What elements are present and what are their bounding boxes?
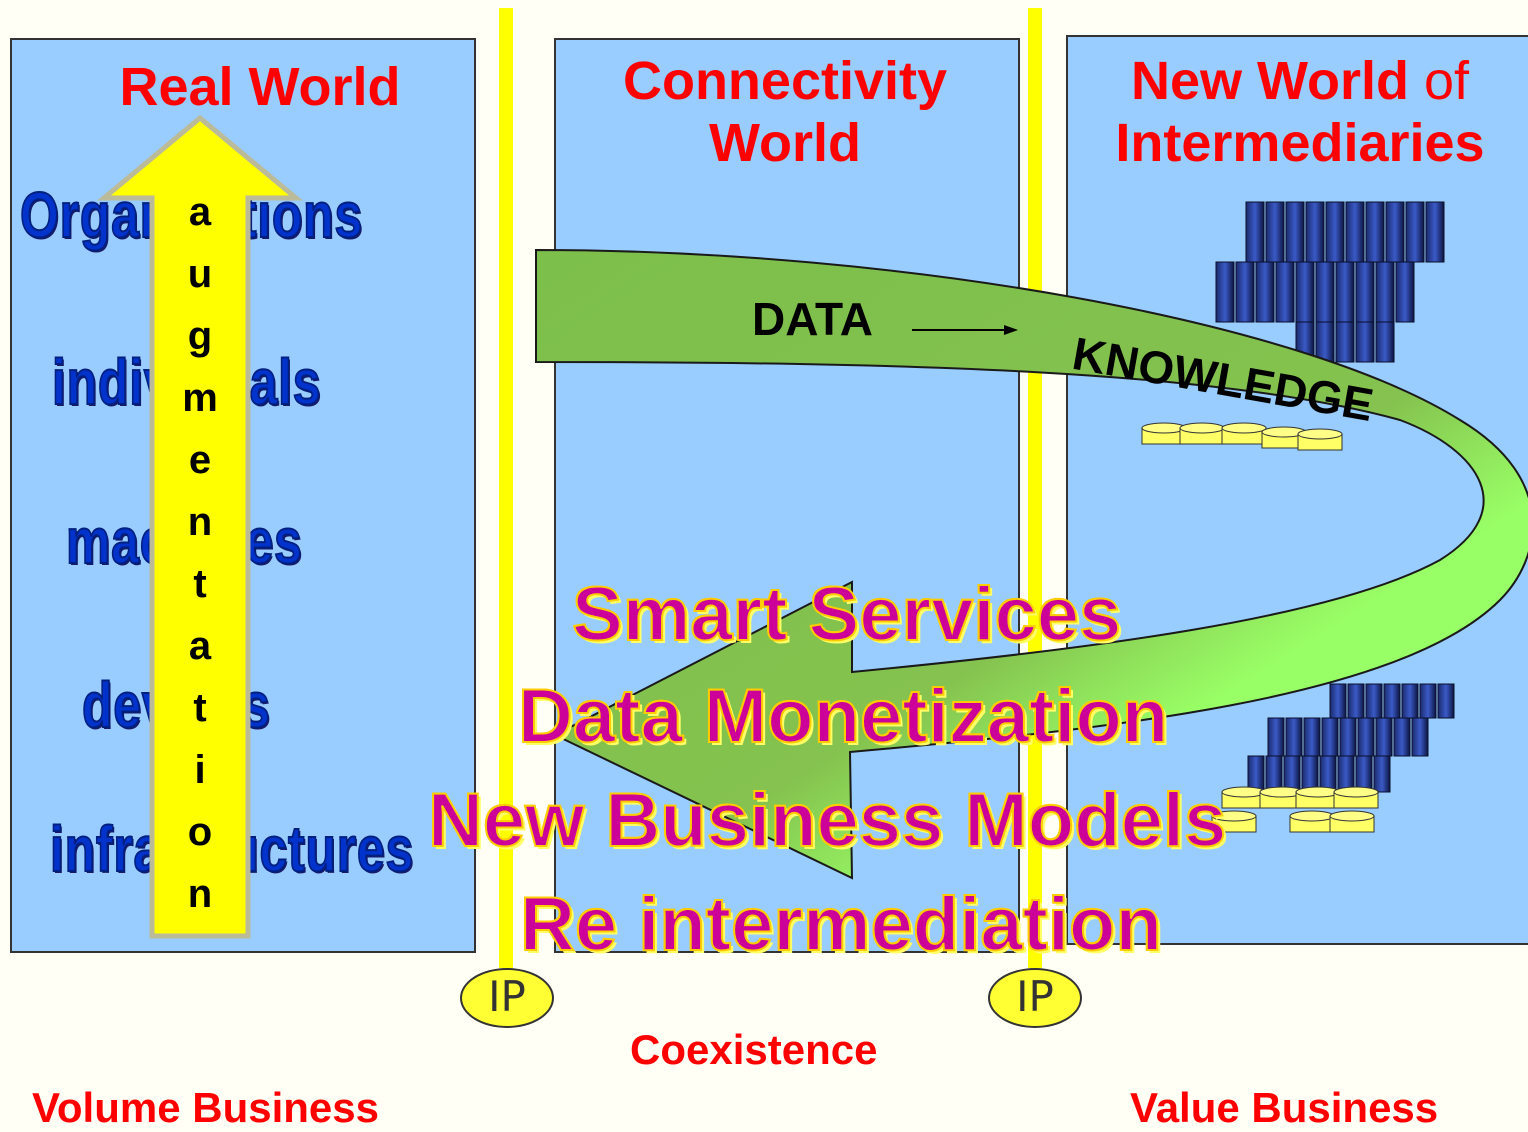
augmentation-letter: t xyxy=(193,686,207,730)
database-disk-icons xyxy=(1141,422,1379,833)
ip-badge-right: IP xyxy=(988,968,1082,1028)
server-rack-icon xyxy=(1405,201,1425,263)
database-icon xyxy=(1141,422,1187,445)
augmentation-letter: m xyxy=(182,376,218,420)
server-rack-icon xyxy=(1305,201,1325,263)
volume-business-label: Volume Business xyxy=(32,1084,379,1131)
server-rack-icon xyxy=(1265,201,1285,263)
server-rack-icon xyxy=(1355,321,1375,363)
augmentation-letter: n xyxy=(187,500,213,544)
augmentation-letter: a xyxy=(188,190,212,234)
augmentation-letter: e xyxy=(188,438,212,482)
database-icon xyxy=(1211,810,1257,833)
server-rack-icon xyxy=(1365,201,1385,263)
augmentation-letter: t xyxy=(193,562,207,606)
server-rack-icon xyxy=(1325,201,1345,263)
server-rack-icon xyxy=(1373,755,1391,793)
connectivity-title-line1: Connectivity xyxy=(622,51,948,111)
server-rack-icon xyxy=(1255,261,1275,323)
server-rack-icon xyxy=(1215,261,1235,323)
server-rack-icon xyxy=(1395,261,1415,323)
augmentation-letter: u xyxy=(187,252,213,296)
server-rack-icon xyxy=(1285,201,1305,263)
server-rack-icon xyxy=(1245,201,1265,263)
augmentation-letter: a xyxy=(188,624,212,668)
connectivity-title-line2: World xyxy=(709,113,861,173)
service-smart-services: Smart Services xyxy=(571,571,1122,658)
augmentation-letter: n xyxy=(187,872,213,916)
server-rack-icon xyxy=(1437,683,1455,719)
database-icon xyxy=(1333,786,1379,809)
database-icon xyxy=(1261,426,1307,449)
service-new-business-models: New Business Models xyxy=(427,777,1227,864)
service-data-monetization: Data Monetization xyxy=(517,673,1169,760)
augmentation-letter: o xyxy=(187,810,213,854)
new-world-title-of: of xyxy=(1423,51,1470,111)
server-rack-icon xyxy=(1235,261,1255,323)
data-label: DATA xyxy=(752,293,873,345)
server-rack-icon xyxy=(1335,321,1355,363)
new-world-title-line2: Intermediaries xyxy=(1115,113,1485,173)
coexistence-label: Coexistence xyxy=(630,1026,878,1073)
database-icon xyxy=(1295,786,1341,809)
real-world-title: Real World xyxy=(119,57,401,117)
new-world-title: New World of Intermediaries xyxy=(1070,50,1528,174)
server-rack-icon xyxy=(1393,717,1411,757)
database-icon xyxy=(1179,422,1225,445)
server-rack-icon xyxy=(1411,717,1429,757)
database-icon xyxy=(1259,786,1305,809)
server-rack-icon xyxy=(1425,201,1445,263)
service-re-intermediation: Re intermediation xyxy=(519,881,1163,968)
augmentation-letter: g xyxy=(187,314,213,358)
server-rack-icon xyxy=(1275,261,1295,323)
ip-divider-line-left xyxy=(499,8,513,968)
ip-badge-left: IP xyxy=(460,968,554,1028)
value-business-label: Value Business xyxy=(1130,1084,1439,1131)
database-icon xyxy=(1289,810,1335,833)
new-world-panel xyxy=(1066,35,1528,945)
server-rack-icon xyxy=(1345,201,1365,263)
connectivity-world-title: Connectivity World xyxy=(580,50,990,174)
database-icon xyxy=(1329,810,1375,833)
new-world-title-bold: New World xyxy=(1130,51,1409,111)
server-rack-icon xyxy=(1385,201,1405,263)
augmentation-letter: i xyxy=(194,748,206,792)
server-rack-icon xyxy=(1375,321,1395,363)
database-icon xyxy=(1297,428,1343,451)
